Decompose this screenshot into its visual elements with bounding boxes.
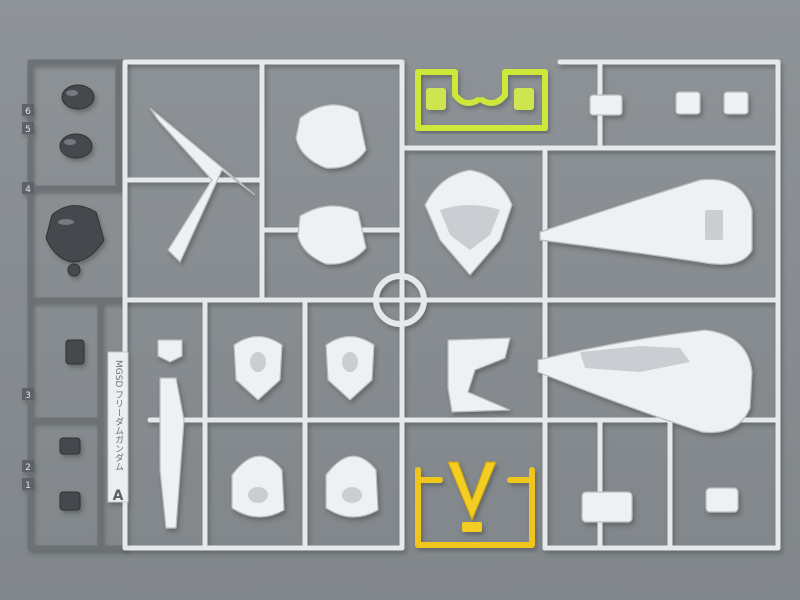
clear-part-left bbox=[426, 88, 446, 110]
white-part-clip-2 bbox=[705, 487, 739, 513]
white-part-block-2 bbox=[675, 91, 701, 115]
gunmetal-part-small-2 bbox=[59, 491, 81, 511]
yellow-runner bbox=[415, 461, 535, 548]
gunmetal-runner: 6 5 4 3 2 1 bbox=[22, 59, 128, 551]
white-part-head-2 bbox=[297, 205, 367, 265]
gunmetal-part-leg-joint bbox=[65, 339, 85, 365]
white-runner-a: MGSD フリーダムガンダム A bbox=[107, 59, 781, 551]
gunmetal-part-ring bbox=[67, 263, 81, 277]
yellow-part-v-fin bbox=[447, 461, 497, 522]
gunmetal-part-frame bbox=[45, 205, 105, 263]
runner-center-ring bbox=[373, 273, 427, 327]
white-part-foot-1 bbox=[231, 455, 285, 518]
gate-number-6: 6 bbox=[25, 107, 31, 117]
gunmetal-part-small-1 bbox=[59, 437, 81, 455]
gate-number-4: 4 bbox=[25, 185, 31, 195]
gunmetal-part-joint-2 bbox=[59, 133, 93, 159]
gate-number-2: 2 bbox=[25, 463, 31, 473]
white-part-rifle bbox=[159, 377, 185, 529]
white-part-small-top bbox=[157, 339, 183, 363]
clear-green-runner bbox=[415, 69, 548, 131]
runner-tag bbox=[107, 351, 129, 503]
white-part-head-1 bbox=[295, 104, 367, 169]
yellow-part-tab bbox=[462, 522, 482, 532]
gate-number-1: 1 bbox=[25, 481, 31, 491]
runner-letter: A bbox=[113, 488, 124, 504]
white-part-v-fin bbox=[149, 107, 256, 264]
white-part-wing-upper bbox=[539, 178, 753, 265]
white-part-clip-1 bbox=[581, 491, 633, 523]
gate-number-tags: 6 5 4 3 2 1 bbox=[22, 104, 34, 491]
white-part-foot-2 bbox=[325, 455, 379, 518]
gate-number-5: 5 bbox=[25, 125, 31, 135]
white-part-block-1 bbox=[589, 94, 623, 116]
white-part-block-3 bbox=[723, 91, 749, 115]
gate-number-3: 3 bbox=[25, 391, 31, 401]
clear-part-right bbox=[514, 88, 534, 110]
runner-tag-text: MGSD フリーダムガンダム bbox=[113, 360, 124, 471]
white-part-hip bbox=[447, 337, 511, 413]
gunmetal-part-joint-1 bbox=[61, 84, 95, 110]
